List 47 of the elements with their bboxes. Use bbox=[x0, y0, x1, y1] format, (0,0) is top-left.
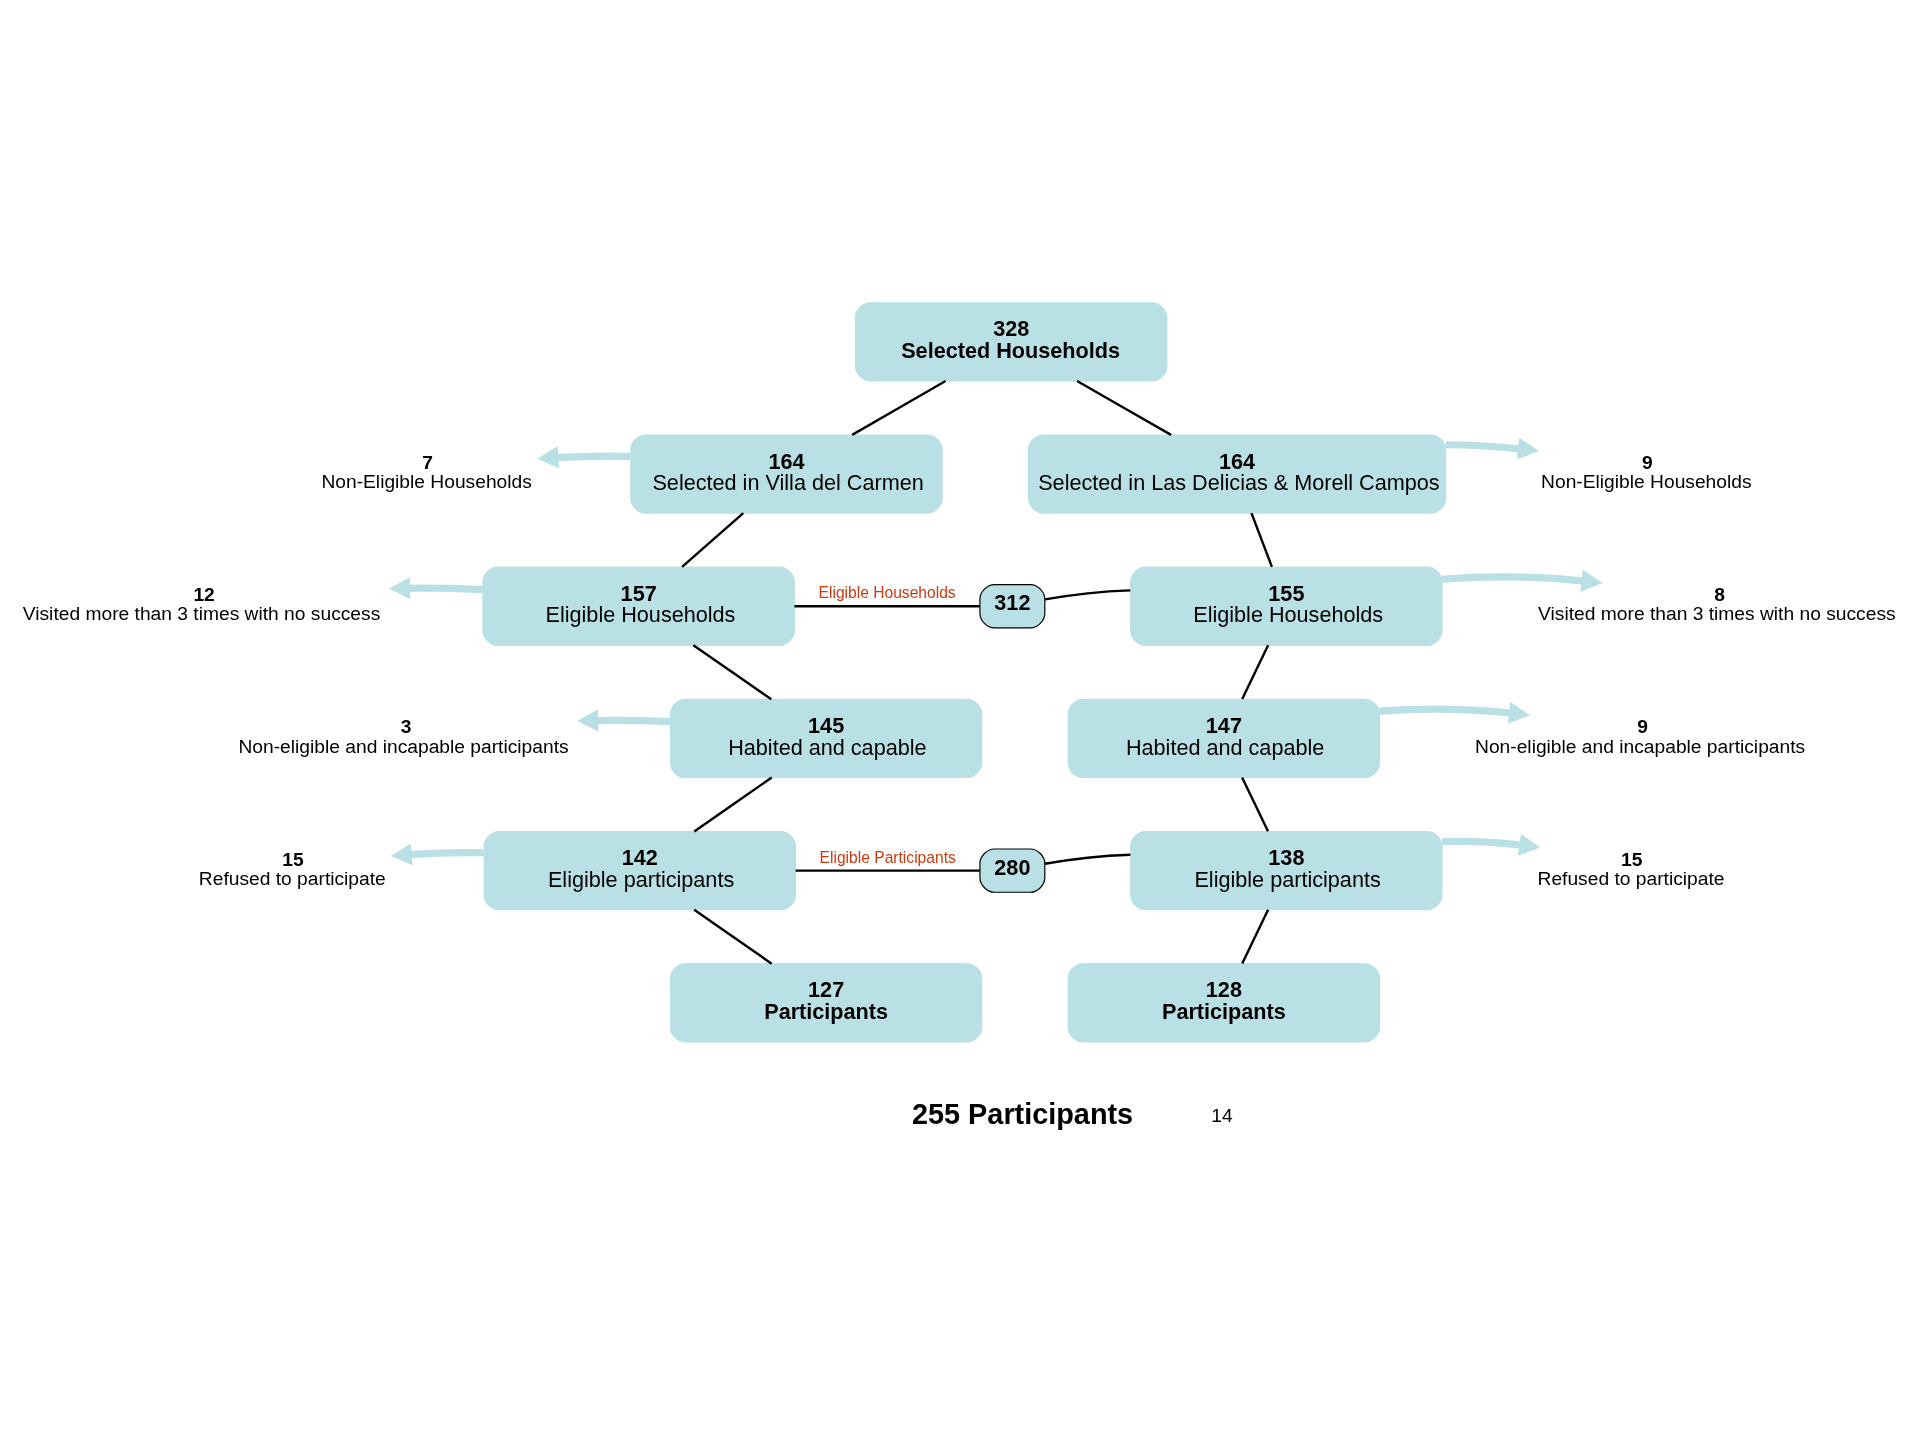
arrow bbox=[537, 445, 631, 468]
node-box: 280 bbox=[979, 847, 1046, 893]
connector bbox=[795, 868, 980, 872]
node-box: 328 Selected Households bbox=[854, 301, 1168, 382]
connector bbox=[1044, 588, 1131, 601]
node-box: 145 Habited and capable bbox=[669, 698, 983, 778]
connector bbox=[1250, 512, 1273, 567]
label: 14 bbox=[1211, 1104, 1233, 1126]
node-box: 147 Habited and capable bbox=[1067, 698, 1381, 778]
node-text: 15 Refused to participate bbox=[198, 848, 386, 889]
connector bbox=[693, 908, 773, 965]
connector bbox=[794, 604, 980, 607]
connector bbox=[1076, 379, 1172, 436]
connector bbox=[1241, 776, 1270, 832]
connector bbox=[681, 511, 745, 568]
node-box: 164 Selected in Villa del Carmen bbox=[630, 433, 943, 514]
connector bbox=[1241, 644, 1270, 700]
node-text: 9 Non-Eligible Households bbox=[1541, 451, 1752, 492]
node-text: 12 Visited more than 3 times with no success bbox=[22, 583, 381, 624]
connector bbox=[851, 379, 947, 436]
node-box: 164 Selected in Las Delicias & Morell Campos bbox=[1028, 433, 1447, 514]
node-text: 8 Visited more than 3 times with no success bbox=[1538, 583, 1896, 624]
label: 255 Participants bbox=[912, 1097, 1134, 1130]
node-text: 7 Non-Eligible Households bbox=[321, 451, 532, 492]
arrow bbox=[390, 842, 484, 865]
arrow bbox=[1379, 701, 1530, 724]
connector bbox=[693, 776, 773, 832]
arrow bbox=[577, 709, 671, 732]
node-box: 157 Eligible Households bbox=[482, 566, 795, 646]
connector bbox=[1241, 908, 1270, 964]
node-box: 127 Participants bbox=[669, 962, 983, 1042]
node-box: 138 Eligible participants bbox=[1130, 830, 1443, 910]
edge-label: Eligible Participants bbox=[819, 848, 956, 866]
arrow bbox=[1442, 833, 1541, 856]
node-box: 142 Eligible participants bbox=[483, 830, 797, 910]
node-text: 15 Refused to participate bbox=[1537, 848, 1725, 889]
connector bbox=[692, 643, 772, 700]
node-box: 128 Participants bbox=[1067, 962, 1381, 1042]
node-text: 3 Non-eligible and incapable participants bbox=[238, 715, 569, 757]
node-text: 9 Non-eligible and incapable participants bbox=[1475, 715, 1806, 757]
arrow bbox=[389, 576, 483, 599]
arrow bbox=[1442, 569, 1603, 592]
connector bbox=[1044, 853, 1131, 865]
edge-label: Eligible Households bbox=[818, 583, 956, 601]
node-box: 312 bbox=[979, 583, 1046, 628]
arrow bbox=[1445, 437, 1539, 460]
node-box: 155 Eligible Households bbox=[1130, 566, 1443, 646]
